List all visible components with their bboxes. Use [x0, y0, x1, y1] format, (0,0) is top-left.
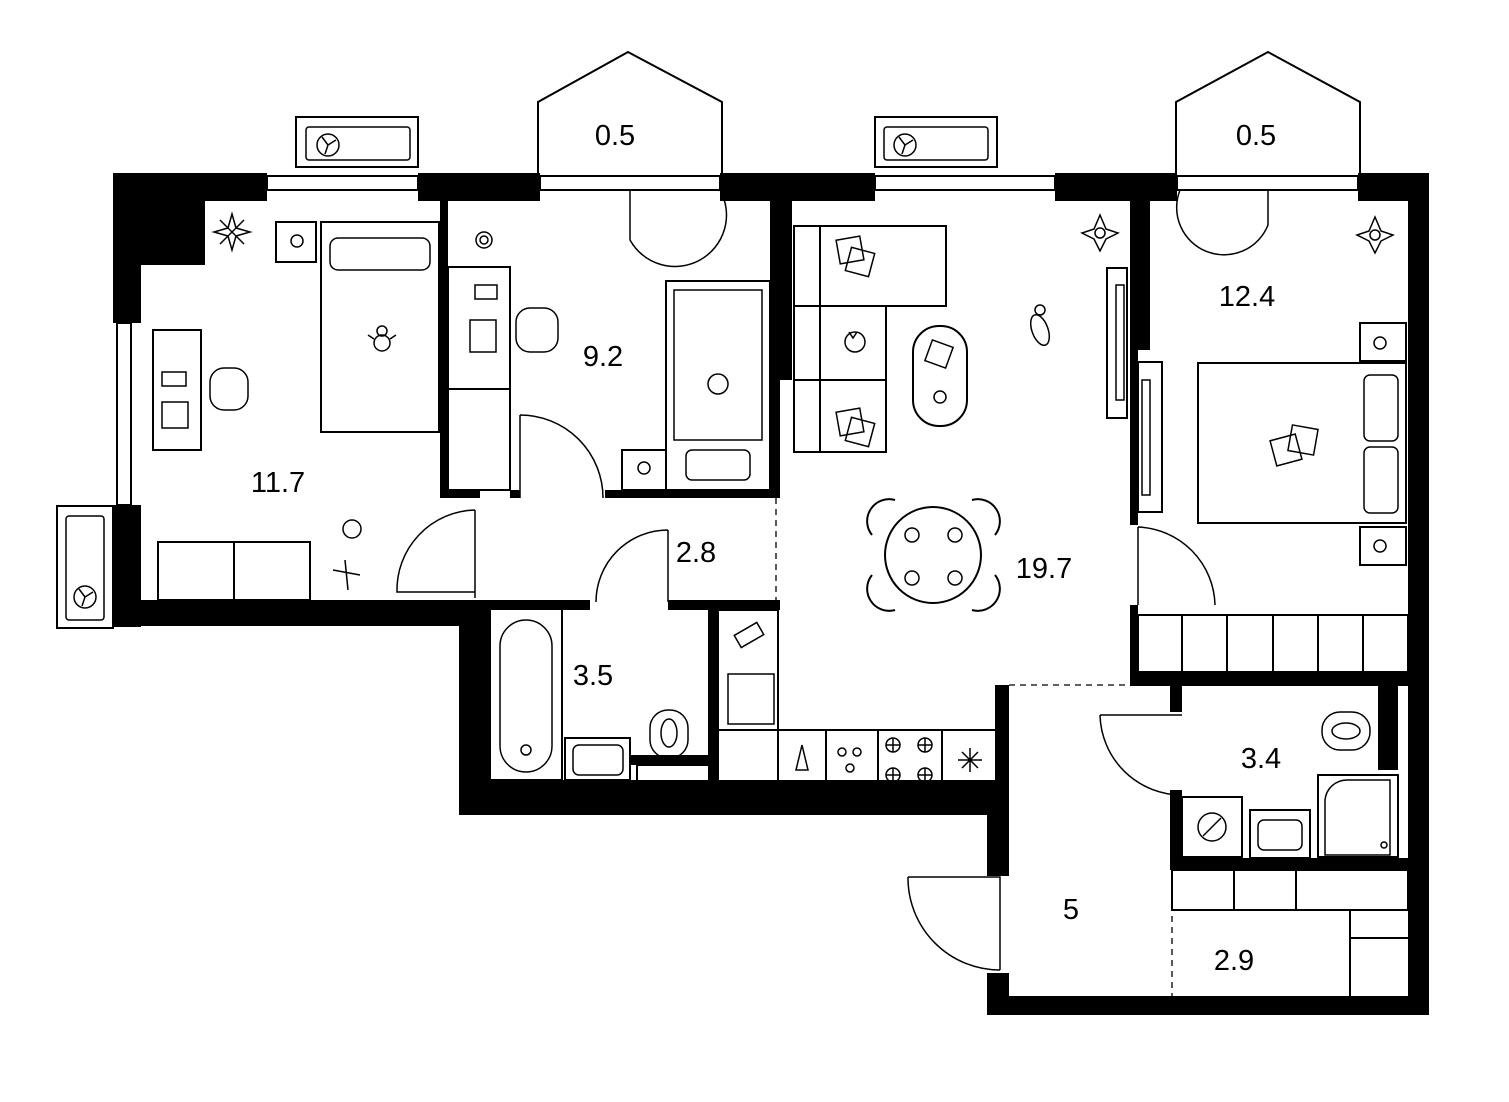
airplane-toy-icon: [332, 559, 361, 591]
plant-icon: [1355, 215, 1395, 255]
room-area-hallway: 2.8: [676, 537, 716, 569]
wardrobe-fixtures: [1171, 869, 1409, 996]
room-area-balcony-right: 0.5: [1236, 120, 1276, 152]
room-area-balcony-left: 0.5: [595, 120, 635, 152]
toy-car-icon: [707, 373, 729, 395]
ac-unit-left: [56, 505, 114, 629]
bedroom-left-furniture: [152, 211, 440, 601]
chair-icon: [290, 234, 304, 248]
room-area-bathroom-right: 3.4: [1241, 743, 1281, 775]
kids-room-furniture: [447, 231, 771, 491]
cutting-board-icon: [733, 621, 765, 649]
sink-icon: [1249, 809, 1311, 859]
fan-icon: [316, 133, 340, 157]
doors: [396, 189, 1269, 996]
cat-icon: [844, 331, 866, 353]
room-area-bedroom-left: 11.7: [251, 467, 305, 499]
room-area-wardrobe: 2.9: [1214, 945, 1254, 977]
sink-icon: [564, 737, 631, 781]
plant-icon: [211, 211, 253, 253]
room-area-kids-room: 9.2: [583, 341, 623, 373]
pillow-icon: [1269, 424, 1319, 467]
table-items-icon: [923, 338, 955, 404]
stove-burner-icon: [885, 737, 933, 783]
living-room-furniture: [717, 213, 1163, 791]
sink-icon: [795, 744, 809, 771]
room-area-bathroom-left: 3.5: [573, 660, 613, 692]
snowflake-icon: [958, 748, 982, 772]
shower-icon: [1317, 774, 1399, 858]
room-area-kitchen-living: 19.7: [1016, 553, 1072, 585]
toy-icon: [475, 231, 493, 249]
room-area-entrance-hall: 5: [1063, 894, 1079, 926]
teddy-bear-icon: [367, 325, 397, 352]
fan-icon: [893, 133, 917, 157]
meter-icon: [1197, 812, 1227, 842]
bedroom-right-furniture: [1137, 215, 1409, 673]
ac-unit-top-left: [295, 116, 419, 168]
windows: [116, 175, 1359, 506]
lamp-icon: [1373, 336, 1387, 350]
dog-icon: [1029, 304, 1051, 347]
bathtub-icon: [489, 607, 563, 781]
chair-icon: [209, 367, 249, 411]
fan-icon: [73, 585, 97, 609]
walls: [113, 173, 1429, 1015]
toy-icon: [837, 747, 862, 773]
plant-icon: [1080, 213, 1120, 253]
chair-icon: [637, 461, 651, 475]
pillow-icon: [835, 235, 876, 448]
balcony-left: [537, 50, 723, 175]
ac-unit-top-middle: [874, 116, 998, 168]
room-area-bedroom-right: 12.4: [1219, 281, 1275, 313]
ball-icon: [342, 519, 362, 539]
table-icon: [866, 498, 1001, 612]
bathroom-right-fixtures: [1181, 711, 1399, 859]
chair-icon: [515, 307, 559, 353]
toilet-icon: [649, 709, 689, 759]
toilet-icon: [1321, 711, 1371, 751]
lamp-icon: [1373, 539, 1387, 553]
bathroom-left-fixtures: [489, 607, 711, 784]
balcony-right: [1175, 50, 1361, 175]
